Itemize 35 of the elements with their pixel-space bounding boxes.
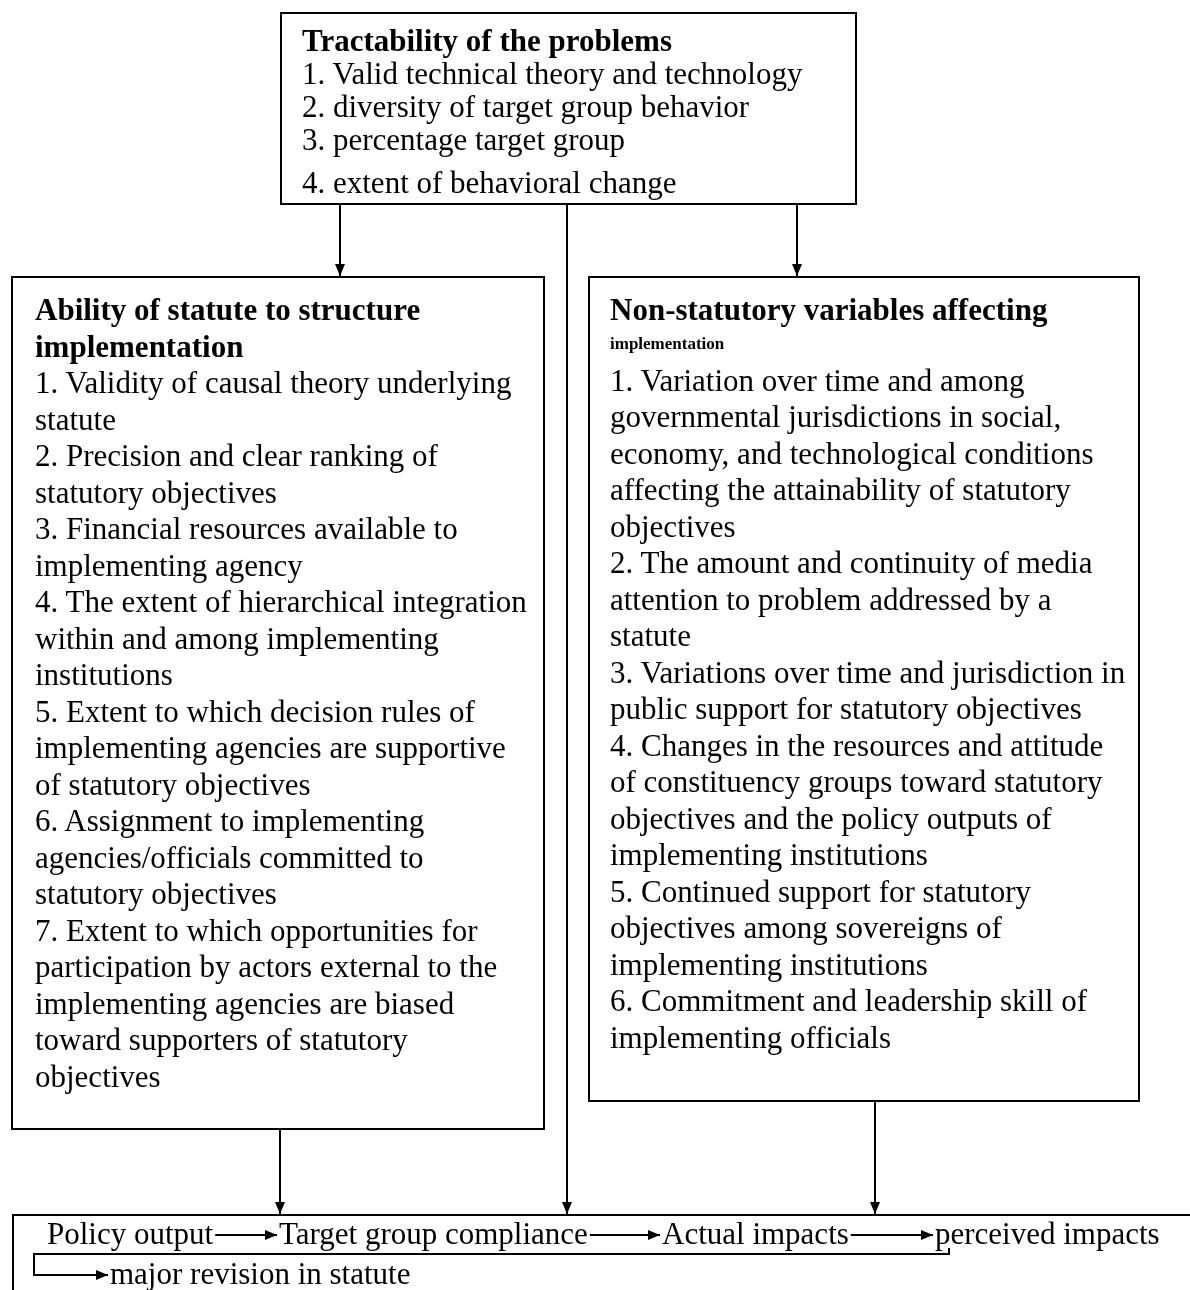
list-item: 5. Continued support for statutory objectives among sovereigns of implementing institutions xyxy=(610,873,1033,983)
list-item: 1. Valid technical theory and technology xyxy=(302,57,804,90)
list-item: 3. Financial resources available to implementing agency xyxy=(35,511,459,584)
arrow xyxy=(335,204,345,277)
arrow xyxy=(870,1101,880,1215)
arrow xyxy=(849,1230,934,1240)
list-item: 5. Extent to which decision rules of implementing agencies are supportive of statutory objectives xyxy=(35,693,507,803)
arrow xyxy=(214,1230,278,1240)
box-heading: Tractability of the problems xyxy=(302,24,673,57)
list-item: 2. diversity of target group behavior xyxy=(302,90,750,123)
arrow xyxy=(588,1230,661,1240)
list-item: 4. Changes in the resources and attitude of constituency groups toward statutory objectives and the policy outputs of implementing institutions xyxy=(610,727,1105,874)
outcome-box xyxy=(12,1214,1190,1290)
list-item: 2. The amount and continuity of media attention to problem addressed by a statute xyxy=(610,545,1094,655)
list-item: 4. extent of behavioral change xyxy=(302,166,678,199)
box-heading: Non-statutory variables affecting xyxy=(610,292,1049,329)
factor-box xyxy=(11,276,545,1130)
list-item: 4. The extent of hierarchical integration within and among implementing institutions xyxy=(35,584,528,694)
factor-box xyxy=(280,12,857,205)
box-subheading: implementation xyxy=(610,332,726,355)
list-item: 3. percentage target group xyxy=(302,123,626,156)
list-item: 3. Variations over time and jurisdiction in public support for statutory objectives xyxy=(610,654,1127,728)
factor-box xyxy=(588,276,1140,1102)
list-item: 2. Precision and clear ranking of statutory objectives xyxy=(35,438,439,511)
arrow xyxy=(792,204,802,277)
arrow xyxy=(33,1247,950,1280)
list-item: 1. Variation over time and among governmental jurisdictions in social, economy, and technological conditions affecting the attainability of statutory objectives xyxy=(610,362,1095,545)
list-item: 6. Assignment to implementing agencies/officials committed to statutory objectives xyxy=(35,803,426,913)
list-item: 1. Validity of causal theory underlying statute xyxy=(35,365,513,438)
arrow xyxy=(275,1129,285,1215)
list-item: 6. Commitment and leadership skill of implementing officials xyxy=(610,983,1088,1056)
box-heading: Ability of statute to structure implementation xyxy=(35,292,422,365)
stage-label: major revision in statute xyxy=(110,1260,411,1288)
list-item: 7. Extent to which opportunities for participation by actors external to the implementing agencies are biased toward supporters of statutory objectives xyxy=(35,912,499,1095)
arrow xyxy=(562,204,572,1215)
